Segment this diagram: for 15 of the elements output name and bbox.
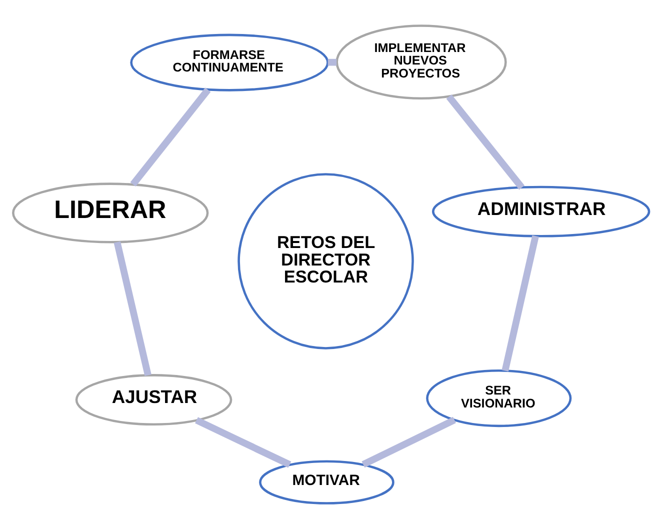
connector [362, 416, 456, 468]
connector [328, 58, 337, 66]
node-ellipse: MOTIVAR [259, 460, 394, 504]
node-circle: RETOS DEL DIRECTOR ESCOLAR [238, 173, 414, 350]
node-ellipse: AJUSTAR [75, 374, 232, 426]
node-ellipse: SER VISIONARIO [426, 370, 572, 428]
connector [114, 241, 152, 376]
connector [502, 235, 539, 372]
node-ellipse: FORMARSE CONTINUAMENTE [130, 34, 329, 92]
node-ellipse: ADMINISTRAR [432, 186, 650, 238]
connector [195, 417, 292, 468]
node-ellipse: LIDERAR [12, 182, 209, 244]
connector [130, 88, 211, 187]
connector [446, 94, 525, 190]
node-ellipse: IMPLEMENTAR NUEVOS PROYECTOS [336, 24, 507, 100]
